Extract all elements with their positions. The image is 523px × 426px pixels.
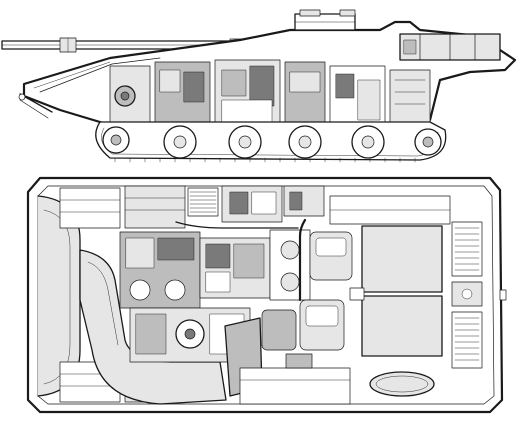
road-wheel [288,125,322,159]
crew-seat [299,299,345,351]
crew-seat [309,231,353,281]
transmission [129,307,263,397]
top-view [26,176,507,414]
fuel-panel [451,281,483,307]
side-view [1,9,517,163]
track-assembly [95,121,447,163]
crew-seat [261,309,297,351]
rear-stowage [399,33,501,61]
fuel-panel [451,221,483,277]
engine-block [119,229,311,309]
road-wheel [163,125,197,159]
crew-compartment [349,225,443,357]
commander-cupola [294,9,356,31]
escape-hatch [369,371,435,397]
engine-grille [187,185,283,223]
fuel-panel [451,311,483,369]
dozer-strut [18,93,53,119]
road-wheel [351,125,385,159]
road-wheel [228,125,262,159]
rear-stowage-top [283,185,451,225]
stowage-bin [59,185,186,229]
